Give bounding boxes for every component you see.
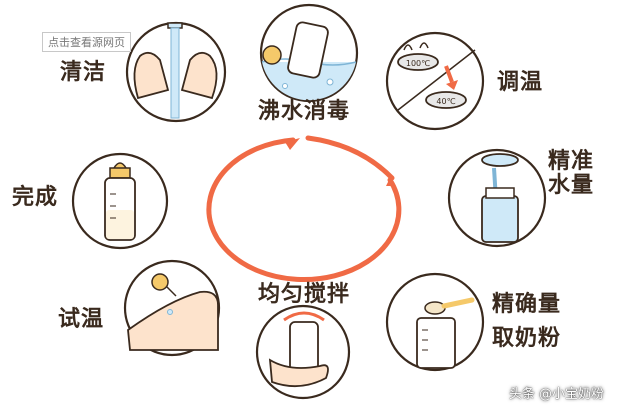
bottle-boiling-icon <box>259 3 359 103</box>
step-clean-label: 清洁 <box>60 60 107 85</box>
pot-top-temp: 100℃ <box>406 59 430 68</box>
pot-bottom-temp: 40℃ <box>436 97 455 106</box>
step-measure-powder-line2: 取奶粉 <box>492 326 562 351</box>
step-adjust-temp-label: 调温 <box>497 70 544 95</box>
view-source-button[interactable]: 点击查看源网页 <box>42 32 131 52</box>
step-test-temp-label: 试温 <box>58 307 105 332</box>
center-title: 沸水消毒 <box>258 99 351 124</box>
pots-icon: 100℃ 40℃ <box>385 31 485 131</box>
step-complete-label: 完成 <box>12 185 59 210</box>
shaking-bottle-icon <box>255 304 351 400</box>
cycle-arrow <box>206 135 402 282</box>
watermark: 头条 @小宝奶粉 <box>508 387 604 402</box>
finished-bottle-icon <box>71 152 169 250</box>
arm-test-icon <box>123 259 221 357</box>
step-stir-label: 均匀搅拌 <box>258 282 351 307</box>
pouring-water-icon <box>447 148 547 248</box>
hands-washing-icon <box>125 21 227 123</box>
step-measure-water-label: 精准水量 <box>548 149 595 199</box>
step-measure-powder-line1: 精确量 <box>492 292 562 317</box>
powder-scoop-icon <box>385 272 485 372</box>
